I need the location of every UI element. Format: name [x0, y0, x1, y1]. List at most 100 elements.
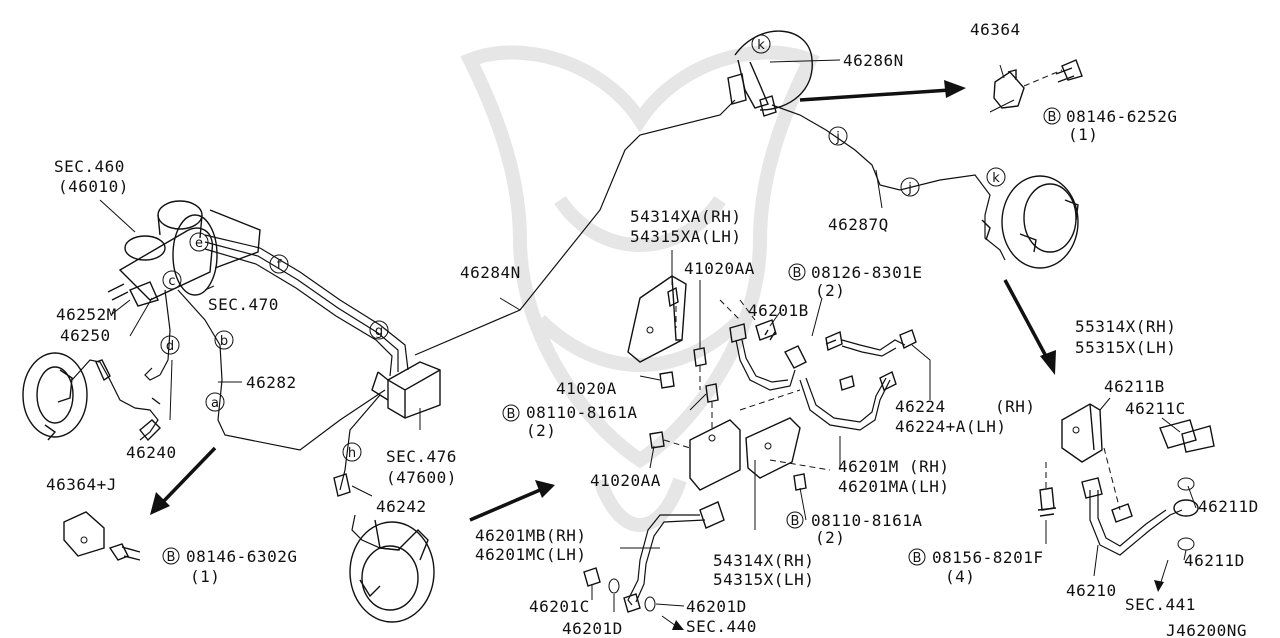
label-46211D-upper: 46211D [1198, 497, 1259, 516]
label-qty-4: (4) [945, 567, 975, 586]
label-54315XA: 54315XA(LH) [630, 227, 741, 246]
label-08156-8201F: 08156-8201F [932, 548, 1043, 567]
svg-text:B: B [793, 266, 802, 281]
right-bracket-assembly [1037, 403, 1215, 556]
rear-left-brake [333, 473, 435, 623]
label-sec460: SEC.460 [54, 157, 125, 176]
svg-text:B: B [1048, 110, 1057, 125]
label-46201B: 46201B [748, 301, 809, 320]
bubble-j-2: j [900, 177, 920, 197]
rear-right-brake [981, 175, 1079, 269]
bubble-e: e [189, 232, 209, 252]
label-47600: (47600) [386, 468, 457, 487]
svg-text:j: j [835, 130, 840, 145]
svg-text:B: B [167, 550, 176, 565]
svg-text:g: g [375, 324, 383, 339]
label-46010: (46010) [58, 177, 129, 196]
label-sec470: SEC.470 [208, 295, 279, 314]
svg-text:c: c [168, 274, 175, 289]
label-qty-2a: (2) [815, 281, 845, 300]
label-qty-1a: (1) [190, 567, 220, 586]
label-55314X: 55314X(RH) [1075, 317, 1176, 336]
center-hoses [583, 299, 917, 613]
label-41020AA-top: 41020AA [684, 259, 755, 278]
label-46282: 46282 [246, 373, 297, 392]
label-qty-1b: (1) [1068, 125, 1098, 144]
svg-text:B: B [507, 407, 516, 422]
label-sec441: SEC.441 [1125, 595, 1196, 614]
svg-text:d: d [166, 339, 174, 354]
label-08146-6252G: 08146-6252G [1066, 107, 1177, 126]
brake-pipes-main [159, 99, 736, 491]
bubble-h: h [342, 442, 362, 462]
watermark-emblem [460, 45, 820, 532]
label-46201D-left: 46201D [562, 619, 623, 638]
bubble-k-top: k [751, 34, 771, 54]
label-qty-2b: (2) [526, 421, 556, 440]
svg-text:B: B [791, 514, 800, 529]
bolt-marker-5: B [786, 511, 804, 529]
callout-bubbles: e f g c d b a h k j j k [160, 34, 1006, 462]
label-46364: 46364 [970, 20, 1021, 39]
label-54314XA: 54314XA(RH) [630, 207, 741, 226]
bracket-46364j [63, 511, 141, 561]
label-qty-2c: (2) [815, 528, 845, 547]
master-cylinder-assembly [107, 200, 261, 307]
label-54314X: 54314X(RH) [713, 551, 814, 570]
label-08126-8301E: 08126-8301E [811, 263, 922, 282]
svg-text:k: k [992, 171, 1000, 186]
svg-text:e: e [195, 236, 203, 251]
svg-text:f: f [277, 258, 282, 273]
bubble-c: c [162, 270, 182, 290]
label-46201MC: 46201MC(LH) [475, 545, 586, 564]
svg-text:a: a [211, 396, 219, 411]
part-labels: SEC.460 (46010) 46252M 46250 SEC.470 462… [46, 20, 1259, 638]
svg-text:k: k [757, 38, 765, 53]
label-46242: 46242 [376, 497, 427, 516]
bubble-f: f [269, 254, 289, 274]
label-46224: 46224 [895, 397, 946, 416]
bolt-marker-1: B [162, 547, 180, 565]
label-46286N: 46286N [843, 51, 904, 70]
bubble-j-1: j [828, 126, 848, 146]
label-46201MB: 46201MB(RH) [475, 526, 586, 545]
diagram-code: J46200NG [1166, 621, 1247, 638]
label-sec476: SEC.476 [386, 447, 457, 466]
label-08110-8161A-left: 08110-8161A [526, 403, 637, 422]
label-46287Q: 46287Q [828, 215, 889, 234]
bracket-46364 [989, 59, 1083, 113]
label-46224A: 46224+A(LH) [895, 417, 1006, 436]
bolt-marker-2: B [1043, 107, 1061, 125]
bubble-a: a [205, 392, 225, 412]
label-46201M: 46201M (RH) [838, 457, 949, 476]
bubble-g: g [369, 320, 389, 340]
label-08110-8161A-right: 08110-8161A [811, 511, 922, 530]
label-41020A: 41020A [556, 379, 617, 398]
label-rh: (RH) [995, 397, 1036, 416]
bolt-marker-3: B [788, 263, 806, 281]
left-front-brake [22, 352, 161, 442]
abs-actuator [371, 361, 441, 419]
label-46211B: 46211B [1104, 377, 1165, 396]
label-46240: 46240 [126, 443, 177, 462]
leader-lines [99, 59, 1197, 612]
label-41020AA-mid: 41020AA [590, 471, 661, 490]
bubble-d: d [160, 335, 180, 355]
label-sec440: SEC.440 [686, 617, 757, 636]
label-46210: 46210 [1066, 581, 1117, 600]
label-08146-6302G: 08146-6302G [186, 547, 297, 566]
bolt-markers: B B B B B B [162, 107, 1061, 566]
label-46201MA: 46201MA(LH) [838, 477, 949, 496]
bolt-marker-4: B [502, 404, 520, 422]
bolt-marker-6: B [908, 548, 926, 566]
label-46211D-lower: 46211D [1184, 551, 1245, 570]
label-46364j: 46364+J [46, 475, 117, 494]
svg-text:h: h [348, 446, 356, 461]
label-46284N: 46284N [460, 263, 521, 282]
label-46201D-right: 46201D [686, 597, 747, 616]
bubble-k-right: k [986, 167, 1006, 187]
bubble-b: b [214, 330, 234, 350]
label-46201C: 46201C [529, 597, 590, 616]
